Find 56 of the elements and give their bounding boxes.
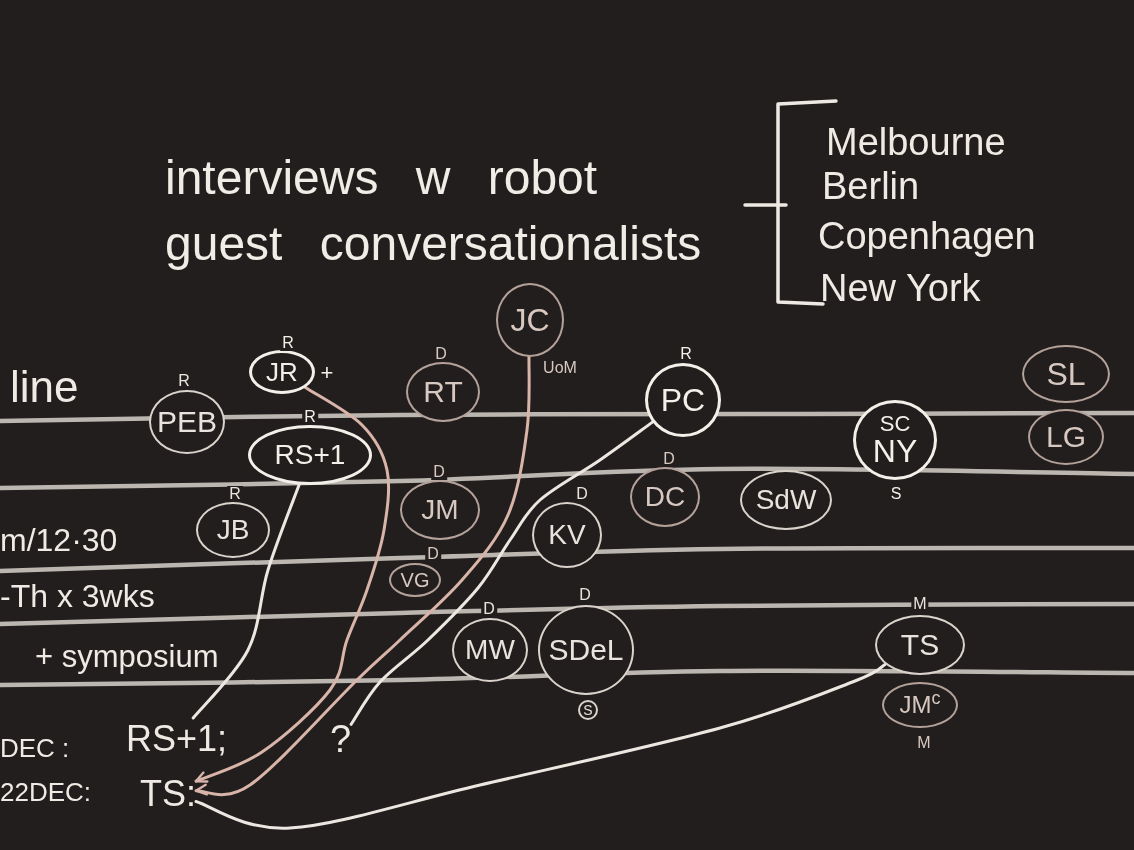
initials: MW [465, 636, 515, 664]
initials: SDeL [548, 635, 624, 665]
annotation-letter: R [280, 335, 296, 351]
annotation-letter: D [481, 601, 497, 617]
row-note: m/12·30 [0, 522, 118, 559]
annotation-letter: D [661, 451, 677, 467]
annotation-letter: D [431, 464, 447, 480]
initials: RS+1 [274, 441, 346, 469]
initials: JB [216, 516, 250, 544]
initials: RT [423, 377, 463, 407]
schedule-entry: TS: [140, 772, 196, 816]
question-mark: ? [330, 718, 352, 762]
annotation-letter: R [176, 373, 192, 389]
initials: LG [1046, 422, 1086, 452]
row-note: -Th x 3wks [0, 578, 155, 615]
annotation-letter: D [577, 587, 593, 603]
chalk-line [191, 483, 301, 720]
row-note: line [10, 362, 79, 413]
chalk-line [194, 662, 887, 830]
circled-letter: S [578, 700, 598, 720]
annotation-letter: R [678, 346, 694, 362]
initials: KV [548, 521, 586, 549]
initials: TS [900, 630, 940, 660]
initials: PEB [157, 407, 217, 437]
annotation-letter: D [425, 546, 441, 562]
chalk-line [349, 420, 654, 726]
annotation-letter: R [302, 409, 318, 425]
affiliation-note: UoM [541, 360, 579, 376]
city-name: Berlin [822, 166, 920, 208]
city-name: Copenhagen [818, 216, 1036, 258]
initials: NY [872, 435, 918, 467]
annotation-letter: M [911, 596, 929, 612]
row-note: + symposium [35, 639, 219, 675]
annotation-letter: D [433, 346, 449, 362]
initials: JR [266, 359, 298, 385]
annotation-letter: M [915, 735, 933, 751]
initials: SdW [755, 486, 817, 514]
annotation-letter: S [888, 486, 904, 502]
initials: JC [510, 304, 550, 336]
title: interviews w robot guest conversationalists [165, 150, 703, 272]
initials: VG [400, 570, 430, 590]
schedule-entry: RS+1; [126, 718, 228, 760]
annotation-letter: D [574, 486, 590, 502]
initials: SC [879, 413, 911, 435]
initials: JM [421, 496, 459, 524]
initials: PC [660, 384, 706, 416]
chalk-arrow [194, 386, 391, 783]
city-name: Melbourne [826, 122, 1006, 164]
date-label: 22DEC: [0, 778, 92, 808]
annotation-letter: R [227, 486, 243, 502]
city-name: New York [820, 268, 981, 310]
initials: DC [644, 483, 686, 511]
chalk-arrow [194, 355, 531, 797]
initials: SL [1046, 358, 1086, 390]
date-label: DEC : [0, 734, 70, 764]
initials: JM$^{c}$ [899, 693, 941, 717]
